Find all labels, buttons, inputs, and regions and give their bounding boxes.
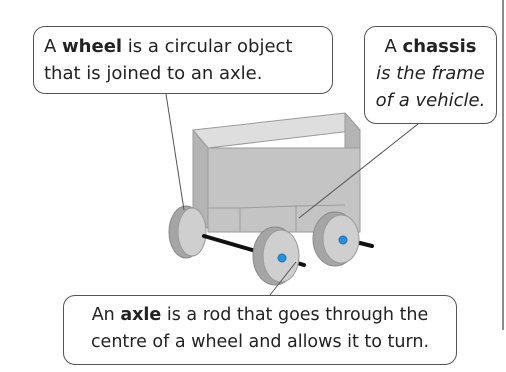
- chassis-frame-line: [208, 204, 346, 209]
- hub: [277, 253, 287, 263]
- hub: [338, 235, 348, 245]
- wheel-callout-pre: A: [44, 36, 63, 57]
- front-wheel: [252, 226, 300, 286]
- axle-leader-line: [269, 261, 297, 296]
- frame-border-right: [502, 0, 504, 330]
- chassis-leader-line: [298, 123, 419, 219]
- chassis-term: chassis: [402, 36, 477, 57]
- wheel-callout: A wheel is a circular object that is joi…: [33, 26, 333, 94]
- axle-callout: An axle is a rod that goes through the c…: [63, 295, 457, 365]
- chassis-callout-pre: A: [384, 36, 403, 57]
- axle-callout-pre: An: [91, 305, 121, 325]
- axle-callout-text: is a rod that goes through the centre of…: [90, 305, 430, 352]
- body-top-face: [192, 112, 361, 149]
- axle-term: axle: [120, 305, 162, 325]
- chassis-callout-text: is the frame of a vehicle.: [375, 63, 486, 111]
- wheel-face: [177, 207, 207, 257]
- wheel-leader-line: [165, 93, 185, 211]
- wheel-term: wheel: [62, 36, 123, 57]
- back-left-wheel: [168, 205, 207, 259]
- back-right-wheel: [312, 211, 360, 267]
- wheel-callout-text: is a circular object that is joined to a…: [44, 36, 293, 84]
- chassis-callout: A chassis is the frame of a vehicle.: [364, 26, 497, 124]
